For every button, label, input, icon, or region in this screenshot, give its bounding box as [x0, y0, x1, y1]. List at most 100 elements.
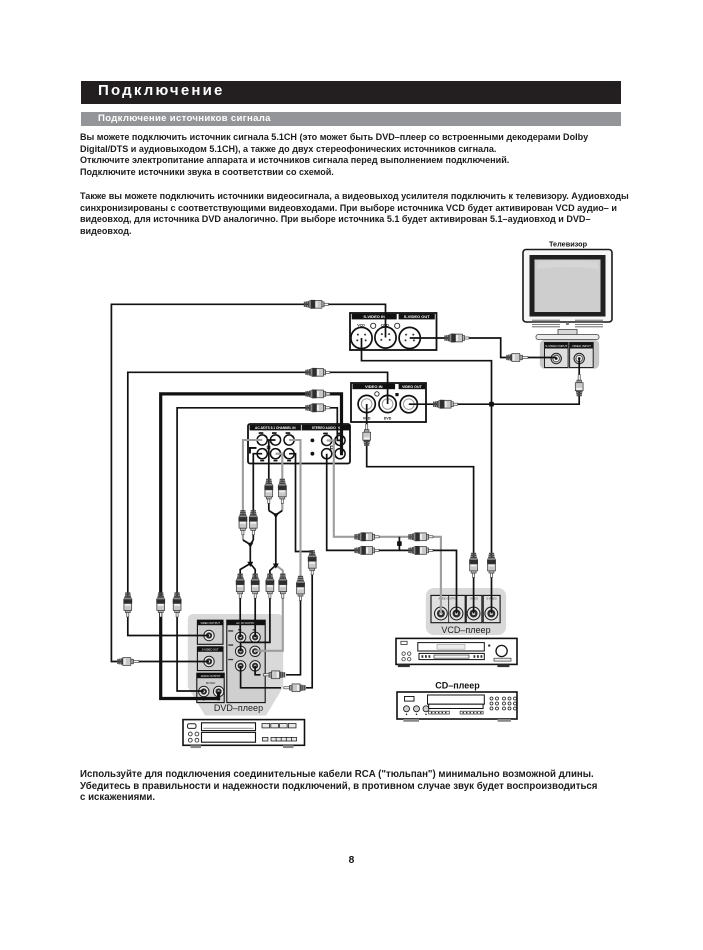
svideo-jack1-label: VCD — [357, 324, 365, 328]
dvd-player-label: DVD–плеер — [214, 703, 263, 713]
junction-front-merge — [247, 542, 254, 548]
paragraph-line: Вы можете подключить источник сигнала 5.… — [80, 132, 589, 143]
cable-vcd-audio-l — [326, 439, 442, 614]
cable-51-sub-top — [289, 438, 302, 577]
coupler-vcd-r-right — [407, 545, 434, 556]
dvd-top-buttons — [261, 723, 297, 729]
coupler-vcd-l-left — [353, 531, 380, 542]
coupler-video-out — [432, 399, 459, 410]
video-panel-screw — [395, 393, 399, 397]
cable-dvd-mixed-l — [176, 406, 340, 692]
cd-player: CD–плеер — [396, 681, 518, 722]
crossing-marker-1 — [489, 401, 494, 407]
paragraph-line: Убедитесь в правильности и надежности по… — [80, 780, 598, 792]
coupler-svideo-dvd — [303, 299, 329, 310]
coupler-vcd-video — [468, 552, 479, 578]
dvd-power-button — [187, 723, 197, 729]
tv-speaker-grille — [532, 319, 603, 328]
paragraph-line: с искажениями. — [80, 792, 156, 804]
paragraph-line: Также вы можете подключить источники вид… — [80, 191, 629, 202]
amp-stereo-screw-1 — [310, 438, 315, 443]
vcd-band-buttons — [421, 655, 483, 658]
cable-51-front-l — [241, 438, 263, 540]
coupler-front-l-upper — [238, 509, 248, 536]
cable-51-center-stub — [239, 665, 281, 689]
amp-51-jack-marks — [249, 432, 292, 462]
svideo-panel-nut-2 — [394, 322, 401, 329]
vcd-display-window — [436, 644, 466, 650]
cable-51-center — [289, 452, 314, 689]
coupler-video-dvd — [304, 367, 331, 378]
cd-button-strips — [428, 710, 484, 715]
tv-svideo-input-label: S-VIDEO INPUT — [545, 344, 567, 348]
tv: Телевизор S-VIDEO INPUT — [522, 240, 613, 368]
video-jack2-label: DVD — [384, 417, 392, 421]
coupler-svideo-out — [443, 333, 470, 343]
cable-51-sub-bottom — [286, 599, 302, 676]
paragraph-intro: Вы можете подключить источник сигнала 5.… — [80, 132, 636, 178]
plug-dvd-svideo — [116, 657, 140, 666]
cable-vcd-audio-r — [325, 453, 458, 614]
dvd-audio-51-module: AUDIO OUTPUT — [226, 619, 266, 704]
coupler-surround-l-upper — [263, 478, 274, 504]
dvd-door — [200, 731, 257, 743]
dvd-player-device — [182, 718, 306, 749]
coupler-front-r-upper — [248, 509, 259, 536]
dvd-foot-right — [283, 745, 294, 749]
cd-display — [427, 694, 485, 705]
dvd-audio-mixed-header: AUDIO OUTPUT — [201, 674, 221, 678]
dvd-tray — [200, 722, 257, 732]
video-out-header: VIDEO OUT — [402, 385, 423, 389]
vcd-audio-header: AUDIO OUTPUT — [439, 598, 458, 601]
paragraph-line: синхронизированы с соответствующими виде… — [80, 202, 617, 213]
coupler-sub — [295, 575, 306, 601]
paragraph-line: видеовход, для источника DVD аналогично.… — [80, 214, 591, 225]
dvd-rear: VIDEO OUTPUT S-VIDEO OUT AUDIO OUTPUT MI… — [196, 619, 266, 713]
vcd-foot-right — [497, 664, 510, 668]
vcd-foot-left — [397, 664, 410, 668]
video-panel-nut — [374, 391, 380, 397]
dvd-foot-left — [190, 745, 201, 749]
section-title-bar: Подключение — [81, 81, 621, 104]
cable-video-out-tv — [408, 358, 581, 406]
dvd-video-output-label: VIDEO OUTPUT — [200, 621, 220, 625]
vcd-front-buttons — [401, 651, 412, 662]
cd-foot-left — [403, 719, 419, 722]
coupler-vcd-svideo — [486, 552, 497, 578]
cable-vcd-video — [365, 404, 475, 614]
tv-svideo-input-jack — [550, 352, 562, 365]
cd-tray — [428, 703, 484, 710]
vcd-led — [488, 644, 491, 647]
vcd-power-button — [400, 640, 408, 645]
dvd-svideo-out-module: S-VIDEO OUT — [196, 646, 224, 672]
coupler-vcd-r-left — [353, 545, 380, 556]
paragraph-line: Отключите электропитание аппарата и исто… — [80, 155, 510, 166]
cable-plugs — [116, 299, 584, 693]
coupler-front-r-lower — [250, 573, 261, 599]
tv-svideo-input-module: S-VIDEO INPUT — [544, 342, 569, 368]
coupler-mixed-r-v — [155, 591, 166, 618]
subsection-title-bar: Подключение источников сигнала — [81, 112, 621, 127]
tv-power-led — [565, 321, 570, 326]
paragraph-video: Также вы можете подключить источники вид… — [80, 191, 636, 237]
paragraph-line: видеовход. — [80, 225, 132, 236]
cable-dvd-svideo — [110, 303, 387, 663]
cable-51-surround-r2 — [255, 564, 284, 652]
coupler-mixed-l — [304, 402, 331, 413]
svideo-panel: S-VIDEO IN S-VIDEO OUT VCD DVD — [349, 312, 438, 351]
cable-51-surround-bundle — [239, 509, 283, 652]
coupler-video-dvd-v — [122, 591, 133, 618]
coupler-center — [307, 549, 318, 576]
coupler-surround-l-lower — [265, 573, 275, 599]
tv-video-input-label: VIDEO INPUT — [572, 344, 591, 348]
junction-surround-merge — [272, 513, 279, 519]
plug-dvd-51-center — [283, 683, 307, 693]
paragraph-line: Digital/DTS и аудиовыходом 5.1CH), а так… — [80, 143, 497, 154]
cd-knob-dots — [405, 713, 427, 716]
vcd-ridge — [493, 657, 512, 662]
tv-screen — [534, 259, 601, 312]
dvd-svideo-out-label: S-VIDEO OUT — [202, 648, 219, 652]
amp-stereo-header: STEREO AUDIO IN — [312, 426, 341, 430]
paragraph-footer: Используйте для подключения соединительн… — [80, 769, 636, 803]
